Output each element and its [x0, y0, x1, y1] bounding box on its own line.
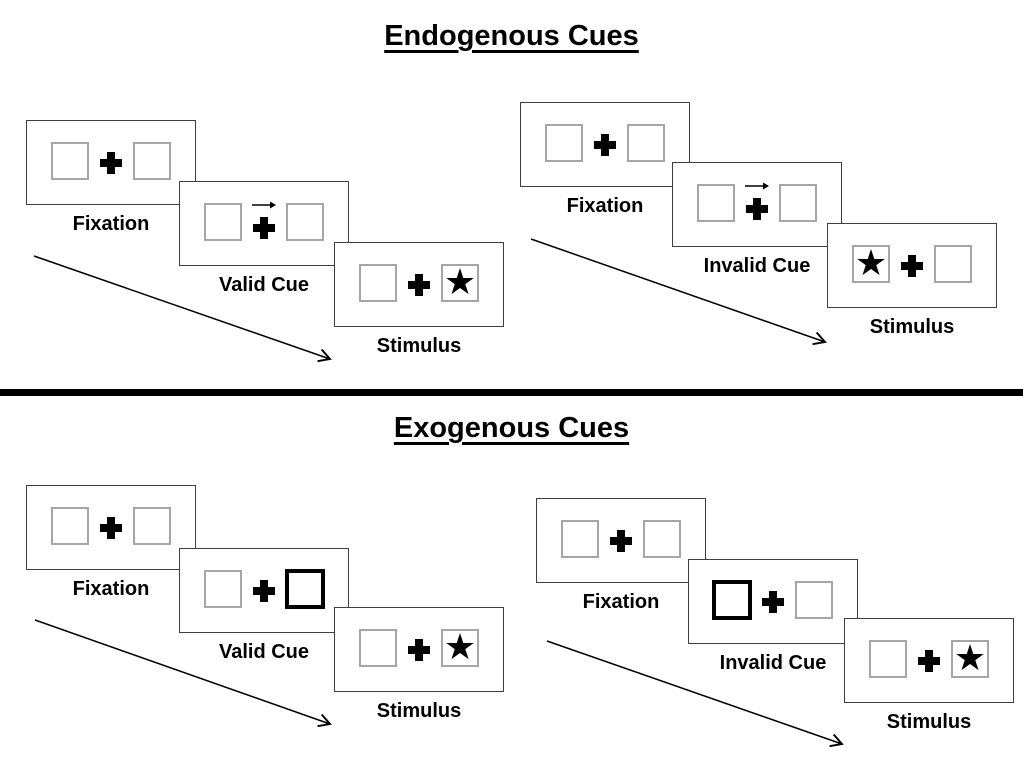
panel-label: Stimulus — [376, 335, 462, 357]
panel-label: Valid Cue — [218, 274, 310, 296]
placeholder-box-left — [51, 507, 89, 545]
exogenous-valid-fixation-panel — [26, 485, 196, 570]
fixation-cross-icon — [408, 639, 430, 661]
placeholder-box-left — [359, 629, 397, 667]
placeholder-box-left — [697, 184, 735, 222]
section-title-endogenous: Endogenous Cues — [0, 20, 1023, 53]
fixation-cross-icon — [100, 517, 122, 539]
panel-label: Fixation — [72, 213, 150, 235]
stimulus-box-star: ★ — [441, 629, 479, 667]
panel-label: Invalid Cue — [719, 652, 827, 674]
fixation-cross-icon — [253, 580, 275, 602]
fixation-cross-icon — [408, 274, 430, 296]
placeholder-box-right — [627, 124, 665, 162]
placeholder-box-right — [643, 520, 681, 558]
fixation-cross-icon — [253, 217, 275, 239]
exogenous-valid-stimulus-panel: ★ — [334, 607, 504, 692]
panel-label: Fixation — [582, 591, 660, 613]
exogenous-valid-cue-panel — [179, 548, 349, 633]
exogenous-invalid-fixation-panel — [536, 498, 706, 583]
endogenous-valid-fixation-panel — [26, 120, 196, 205]
fixation-cross-icon — [901, 255, 923, 277]
star-icon: ★ — [443, 626, 477, 667]
stimulus-box-star: ★ — [441, 264, 479, 302]
placeholder-box-left — [561, 520, 599, 558]
panel-label: Fixation — [566, 195, 644, 217]
placeholder-box-right — [779, 184, 817, 222]
placeholder-box-right — [795, 581, 833, 619]
fixation-cross-icon — [918, 650, 940, 672]
panel-label: Valid Cue — [218, 641, 310, 663]
fixation-cross-icon — [594, 134, 616, 156]
fixation-cross-icon — [762, 591, 784, 613]
panel-label: Invalid Cue — [703, 255, 811, 277]
endogenous-invalid-cue-panel — [672, 162, 842, 247]
panel-label: Stimulus — [376, 700, 462, 722]
placeholder-box-left — [545, 124, 583, 162]
panel-label: Stimulus — [886, 711, 972, 733]
exogenous-invalid-cue-panel — [688, 559, 858, 644]
section-divider — [0, 389, 1023, 396]
placeholder-box-left — [359, 264, 397, 302]
star-icon: ★ — [854, 242, 888, 283]
placeholder-box-right — [133, 507, 171, 545]
right-arrow-icon — [252, 201, 276, 209]
endogenous-valid-cue-panel — [179, 181, 349, 266]
panel-label: Fixation — [72, 578, 150, 600]
fixation-cross-icon — [610, 530, 632, 552]
placeholder-box-right — [286, 203, 324, 241]
fixation-cross-icon — [100, 152, 122, 174]
placeholder-box-left — [869, 640, 907, 678]
star-icon: ★ — [443, 261, 477, 302]
panel-label: Stimulus — [869, 316, 955, 338]
endogenous-valid-stimulus-panel: ★ — [334, 242, 504, 327]
endogenous-invalid-fixation-panel — [520, 102, 690, 187]
star-icon: ★ — [953, 637, 987, 678]
exogenous-invalid-stimulus-panel: ★ — [844, 618, 1014, 703]
placeholder-box-left — [204, 570, 242, 608]
endogenous-invalid-stimulus-panel: ★ — [827, 223, 997, 308]
fixation-cross-icon — [746, 198, 768, 220]
section-title-exogenous: Exogenous Cues — [0, 412, 1023, 445]
cue-box-highlighted — [712, 580, 752, 620]
placeholder-box-left — [51, 142, 89, 180]
stimulus-box-star: ★ — [852, 245, 890, 283]
sequence-arrow-endogenous-valid — [33, 255, 332, 363]
section-title-text: Endogenous Cues — [384, 20, 639, 52]
right-arrow-icon — [745, 182, 769, 190]
placeholder-box-left — [204, 203, 242, 241]
placeholder-box-right — [133, 142, 171, 180]
stimulus-box-star: ★ — [951, 640, 989, 678]
cue-box-highlighted — [285, 569, 325, 609]
sequence-arrow-exogenous-valid — [34, 619, 332, 728]
section-title-text: Exogenous Cues — [393, 412, 630, 444]
placeholder-box-right — [934, 245, 972, 283]
